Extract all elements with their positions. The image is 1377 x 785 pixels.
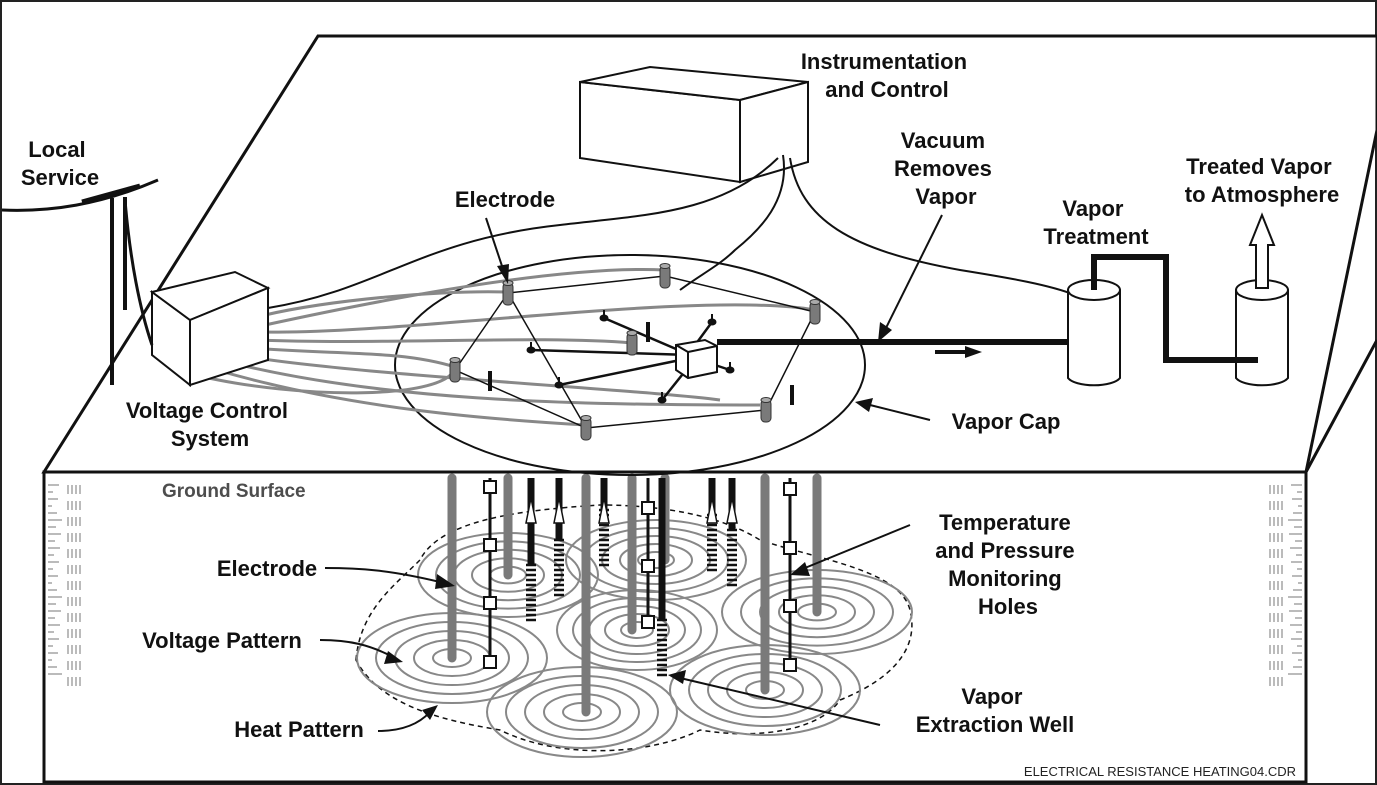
sensor-marker [483, 655, 497, 669]
vapor-treatment-label: Vapor Treatment [1043, 196, 1149, 249]
sensor-marker [483, 596, 497, 610]
instrumentation-label: Instrumentation and Control [801, 49, 973, 102]
voltage-ring-2-2 [604, 613, 670, 647]
vapor-extraction-wells [525, 478, 738, 677]
vacuum-removes-vapor-label: Vacuum Removes Vapor [894, 128, 998, 209]
control-wires [267, 154, 1076, 309]
sensor-marker [483, 538, 497, 552]
sensor-marker [783, 482, 797, 496]
up-arrow-icon [598, 497, 610, 524]
ground-block [41, 34, 1377, 784]
up-arrow-icon [525, 497, 537, 524]
electrode-below-label: Electrode [217, 556, 317, 581]
sensor-marker [783, 599, 797, 613]
local-service-label: Local Service [21, 137, 99, 190]
cap-electrode-4 [626, 332, 638, 356]
heat-pattern-label: Heat Pattern [234, 717, 364, 742]
sensor-marker [641, 559, 655, 573]
vapor-cap [394, 254, 866, 476]
instrumentation-control-box [579, 65, 809, 184]
leader-arrows [319, 214, 943, 732]
wellhead-0 [599, 314, 609, 322]
wellhead-1 [707, 318, 717, 326]
subsurface-electrodes [447, 473, 822, 717]
cap-electrode-3 [449, 359, 461, 383]
cap-electrode-5 [760, 399, 772, 423]
sensor-marker [783, 541, 797, 555]
sensor-marker [783, 658, 797, 672]
leader-arrowheads [384, 264, 892, 720]
vacuum-pipe [717, 339, 1090, 358]
heat-pattern [355, 504, 913, 752]
up-arrow-icon [726, 497, 738, 524]
monitoring-holes [483, 478, 797, 672]
vapor-extraction-label: Vapor Extraction Well [916, 684, 1075, 737]
up-arrow-icon [706, 497, 718, 524]
treatment-pipe [1091, 254, 1258, 363]
central-manifold-box [675, 338, 718, 380]
up-arrow-icon [1248, 212, 1276, 289]
utility-pole [1, 178, 159, 385]
cap-electrode-0 [502, 282, 514, 306]
voltage-ring-6-1 [637, 551, 675, 569]
voltage-ring-2-4 [572, 597, 702, 663]
cap-electrode-6 [580, 417, 592, 441]
soil-cross-section [42, 470, 1308, 784]
electrode-top-label: Electrode [455, 187, 555, 212]
voltage-control-label: Voltage Control System [126, 398, 294, 451]
voltage-pattern-label: Voltage Pattern [142, 628, 302, 653]
file-name-label: ELECTRICAL RESISTANCE HEATING04.CDR [1024, 764, 1296, 779]
power-cables [194, 268, 816, 427]
sensor-marker [641, 615, 655, 629]
wellhead-2 [526, 346, 536, 354]
sensor-marker [483, 480, 497, 494]
voltage-control-box [149, 270, 271, 388]
voltage-ring-6-5 [565, 519, 747, 601]
wellhead-5 [725, 366, 735, 374]
wellhead-3 [554, 381, 564, 389]
cap-electrode-1 [659, 265, 671, 289]
soil-hatching [48, 484, 1302, 686]
atmosphere-stack [1235, 279, 1289, 387]
cap-electrode-2 [809, 301, 821, 325]
treated-vapor-label: Treated Vapor to Atmosphere [1185, 154, 1339, 207]
voltage-ring-6-2 [619, 543, 693, 577]
vapor-treatment-vessel [1067, 279, 1121, 387]
up-arrow-icon [553, 497, 565, 524]
cap-monitoring-markers [488, 322, 794, 405]
vapor-cap-label: Vapor Cap [952, 409, 1061, 434]
ground-surface-label: Ground Surface [162, 481, 306, 502]
wellhead-4 [657, 396, 667, 404]
cap-electrodes [449, 263, 821, 441]
monitoring-holes-label: Temperature and Pressure Monitoring Hole… [935, 510, 1081, 619]
sensor-marker [641, 501, 655, 515]
extraction-wellheads [526, 310, 735, 404]
voltage-ring-2-1 [620, 621, 654, 639]
